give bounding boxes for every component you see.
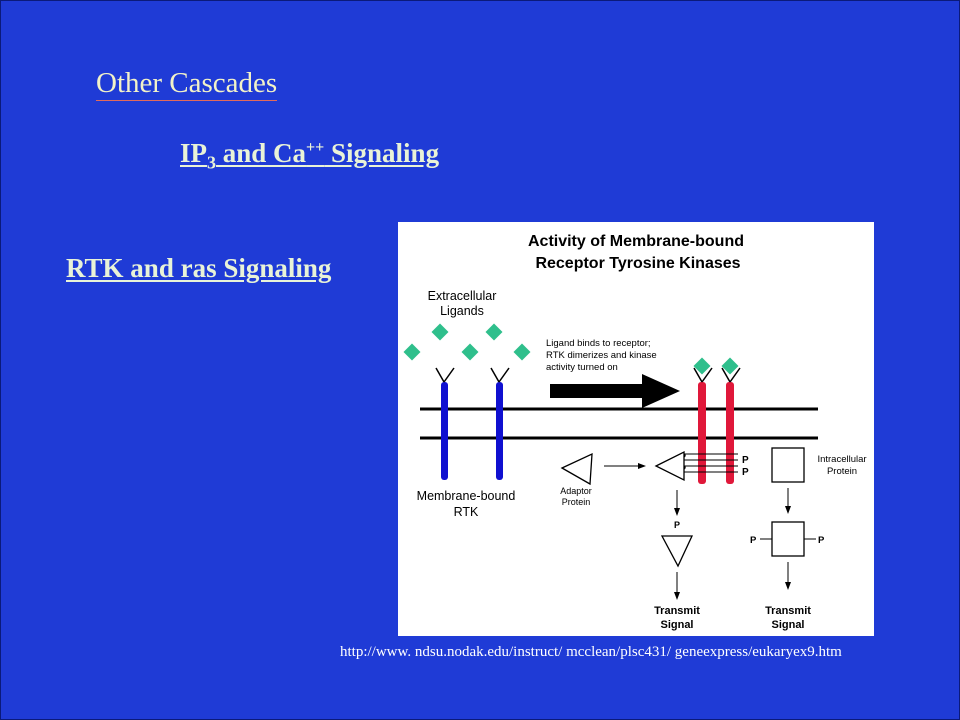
- phosphorylated-adaptor-shape: [660, 535, 694, 568]
- adaptor-protein-shape: [560, 452, 593, 486]
- bound-ligand: [721, 357, 739, 375]
- ligand-label-line1: Extracellular: [428, 289, 497, 303]
- bound-adaptor-shape: [654, 450, 685, 482]
- dimer-phospho-2: P: [742, 467, 749, 478]
- transmit-left-line1: Transmit: [654, 605, 700, 617]
- intracellular-label-line2: Protein: [827, 466, 857, 477]
- source-url: http://www. ndsu.nodak.edu/instruct/ mcc…: [340, 644, 842, 660]
- figure-title-line1: Activity of Membrane-bound: [528, 233, 744, 250]
- ligand: [403, 343, 421, 361]
- rtk-diagram-figure: Activity of Membrane-bound Receptor Tyro…: [398, 222, 874, 636]
- transmit-right-line2: Signal: [771, 619, 804, 631]
- rtk-label-line1: Membrane-bound: [417, 489, 516, 503]
- ligand: [431, 323, 449, 341]
- inactive-receptor-2: [490, 367, 510, 480]
- arrow-text-line1: Ligand binds to receptor;: [546, 338, 651, 349]
- adaptor-phospho: P: [674, 520, 680, 530]
- intracellular-label-line1: Intracellular: [817, 454, 866, 465]
- rtk-ras-signaling-link[interactable]: RTK and ras Signaling: [66, 253, 332, 283]
- rtk-diagram: Activity of Membrane-bound Receptor Tyro…: [403, 233, 867, 631]
- inactive-receptor-1: [435, 367, 455, 480]
- arrow-text-line3: activity turned on: [546, 362, 618, 373]
- arrow-text-line2: RTK dimerizes and kinase: [546, 350, 657, 361]
- ligand: [513, 343, 531, 361]
- bound-ligand: [693, 357, 711, 375]
- free-ligands: [403, 323, 531, 361]
- figure-title-line2: Receptor Tyrosine Kinases: [535, 255, 740, 272]
- active-receptor-dimer: [693, 357, 741, 484]
- ligand-label-line2: Ligands: [440, 304, 484, 318]
- ip3-link-signaling: Signaling: [324, 138, 440, 168]
- phosphorylated-protein-box: [771, 521, 805, 557]
- transmit-right-line1: Transmit: [765, 605, 811, 617]
- ip3-link-subscript: 3: [207, 152, 216, 173]
- protein-phospho-right: P: [818, 535, 825, 546]
- activation-arrow: [550, 374, 680, 408]
- slide-title: Other Cascades: [96, 67, 278, 101]
- ligand: [485, 323, 503, 341]
- ip3-link-ip: IP: [180, 138, 207, 168]
- dimer-phospho-1: P: [742, 455, 749, 466]
- rtk-label-line2: RTK: [454, 505, 479, 519]
- adaptor-label-line2: Protein: [562, 497, 591, 507]
- transmit-left-line2: Signal: [660, 619, 693, 631]
- intracellular-protein-box: [771, 447, 805, 483]
- ip3-ca-signaling-link[interactable]: IP3 and Ca++ Signaling: [180, 138, 439, 173]
- ligand: [461, 343, 479, 361]
- ip3-link-and-ca: and Ca: [216, 138, 307, 168]
- ip3-link-superscript: ++: [306, 139, 325, 156]
- adaptor-label-line1: Adaptor: [560, 486, 592, 496]
- protein-phospho-left: P: [750, 535, 757, 546]
